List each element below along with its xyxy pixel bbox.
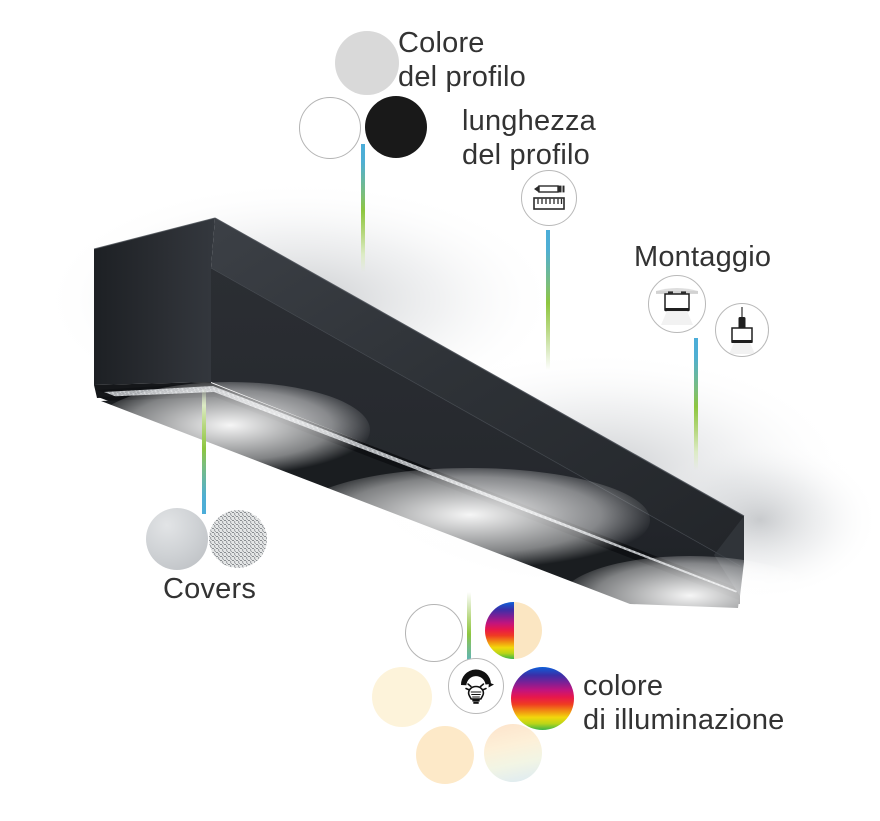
swatch-light-color-soft-white[interactable] bbox=[372, 667, 432, 727]
label-profile-color: Colore del profilo bbox=[398, 27, 526, 94]
surface-mount-icon[interactable] bbox=[648, 275, 706, 333]
swatch-light-color-rgb-white[interactable] bbox=[485, 602, 542, 659]
swatch-cover-opal[interactable] bbox=[146, 508, 208, 570]
swatch-half-warm-white bbox=[513, 602, 542, 659]
ruler-pencil-icon[interactable] bbox=[521, 170, 577, 226]
label-profile-length: lunghezza del profilo bbox=[462, 105, 597, 172]
connector-line-profile-color bbox=[361, 144, 365, 272]
suspended-mount-icon[interactable] bbox=[715, 303, 769, 357]
light-bulb-icon[interactable] bbox=[448, 658, 504, 714]
connector-line-profile-length bbox=[546, 230, 550, 370]
swatch-light-color-tunable-white[interactable] bbox=[484, 724, 542, 782]
connector-line-light-color bbox=[467, 592, 471, 680]
swatch-profile-color-grey[interactable] bbox=[335, 31, 399, 95]
swatch-light-color-neutral-white[interactable] bbox=[405, 604, 463, 662]
label-covers: Covers bbox=[163, 573, 257, 605]
connector-line-covers bbox=[202, 388, 206, 514]
swatch-profile-color-black[interactable] bbox=[365, 96, 427, 158]
swatch-profile-color-white[interactable] bbox=[299, 97, 361, 159]
connector-line-mounting bbox=[694, 338, 698, 470]
swatch-half-rainbow bbox=[485, 602, 514, 659]
swatch-cover-prismatic[interactable] bbox=[209, 510, 267, 568]
label-light-color: colore di illuminazione bbox=[583, 670, 785, 737]
swatch-light-color-rgb[interactable] bbox=[511, 667, 574, 730]
label-mounting: Montaggio bbox=[634, 241, 772, 273]
swatch-light-color-warm-white[interactable] bbox=[416, 726, 474, 784]
